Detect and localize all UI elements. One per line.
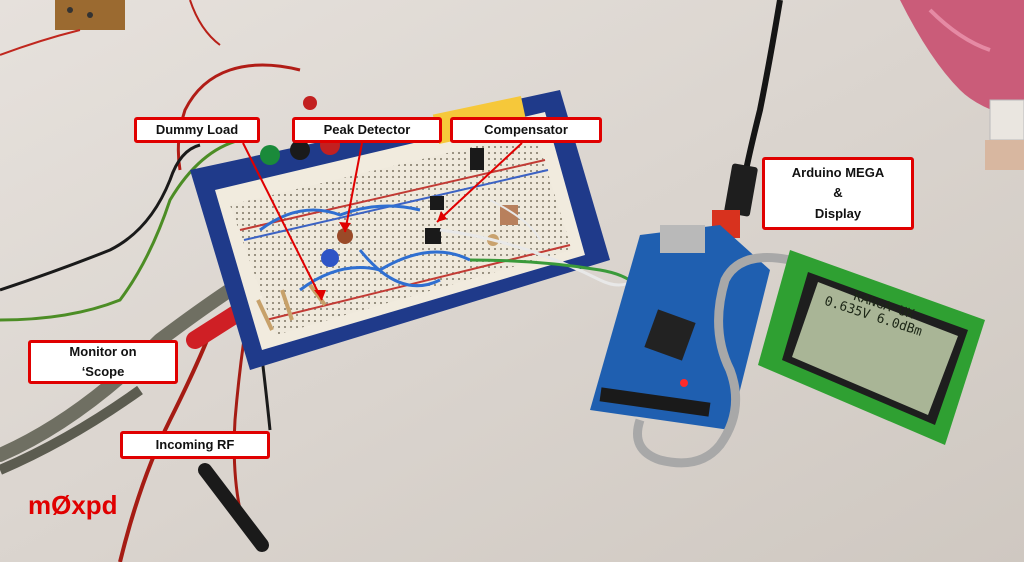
lcd-module: KANGA-UK 0.635V 6.0dBm: [758, 250, 985, 445]
black-usb-cable: [742, 0, 783, 176]
callout-incoming-rf: Incoming RF: [120, 431, 270, 459]
small-pcb-top-left: [55, 0, 125, 30]
ribbon-cable: [633, 253, 791, 468]
callout-dummy-load: Dummy Load: [134, 117, 260, 143]
rf-red-lead: [118, 319, 217, 562]
green-wire: [0, 138, 241, 322]
callout-monitor-scope: Monitor on ‘Scope: [28, 340, 178, 384]
black-wire-left: [0, 143, 201, 292]
callout-peak-detector: Peak Detector: [292, 117, 442, 143]
callout-pointers: [242, 142, 523, 301]
author-watermark: mØxpd: [28, 490, 118, 520]
paper-card: [989, 99, 1024, 141]
pink-bag: [900, 0, 1024, 120]
callout-arduino-display: Arduino MEGA & Display: [762, 157, 914, 230]
red-wire-top: [0, 29, 81, 56]
rf-black-clip: [198, 463, 269, 552]
callout-compensator: Compensator: [450, 117, 602, 143]
